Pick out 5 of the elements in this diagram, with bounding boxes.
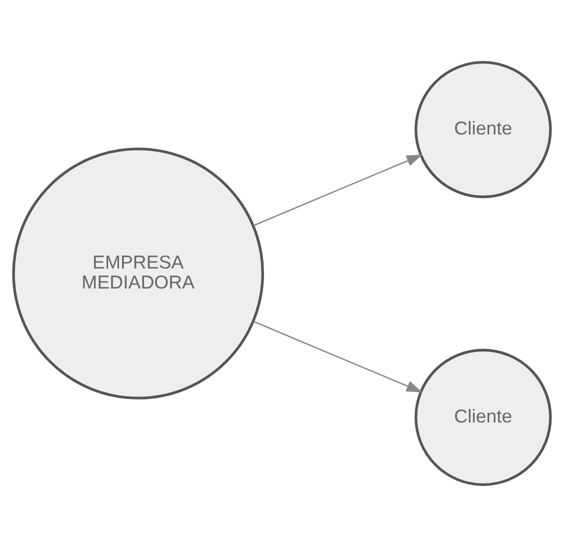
node-circle: Cliente bbox=[414, 60, 552, 198]
node-circle: Cliente bbox=[414, 348, 552, 486]
arrow bbox=[253, 320, 422, 392]
arrow bbox=[253, 154, 422, 226]
node-circle: EMPRESA MEDIADORA bbox=[12, 147, 264, 399]
